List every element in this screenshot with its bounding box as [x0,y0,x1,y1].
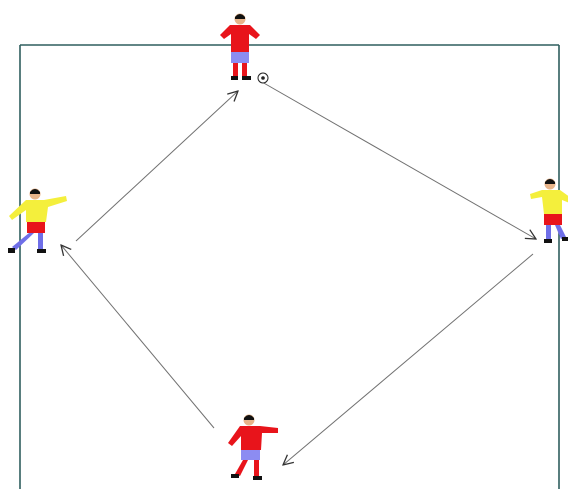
player-hair [545,179,555,184]
player-leg-right [38,233,43,249]
player-top-red-with-ball [220,13,269,84]
player-boot-left [8,248,15,253]
player-boot-right [242,76,251,80]
player-shirt [530,190,568,214]
player-boot-right [544,239,552,243]
player-leg-left [555,225,566,239]
pass-arrow-left-to-top [75,91,238,242]
player-leg-left [235,460,248,476]
player-shirt [220,25,260,52]
player-leg-right [242,63,247,77]
pass-arrow-top-to-right [261,81,536,239]
player-boot-left [231,76,238,80]
player-leg-right [546,225,551,239]
player-left-yellow [8,188,67,253]
player-leg-left [12,233,34,250]
player-boot-right [253,476,262,480]
player-boot-left [562,237,568,241]
player-boot-left [231,474,239,478]
player-shirt [228,426,278,450]
player-leg-right [254,460,259,476]
player-leg-left [233,63,238,77]
pass-arrow-bottom-to-left [61,245,215,429]
pass-arrows [61,81,536,465]
ball-patch [261,76,265,80]
player-shorts [27,222,45,233]
player-bottom-red [228,414,278,480]
player-shorts [231,52,249,63]
player-boot-right [37,249,46,253]
soccer-ball [257,72,269,84]
pass-arrow-right-to-bottom [283,253,534,465]
player-hair [30,189,40,194]
player-right-yellow [530,178,568,243]
player-shirt [9,196,67,222]
player-shorts [241,450,260,460]
field-boundary [19,44,560,489]
player-hair [244,415,254,420]
player-shorts [544,214,562,225]
player-hair [235,14,245,19]
